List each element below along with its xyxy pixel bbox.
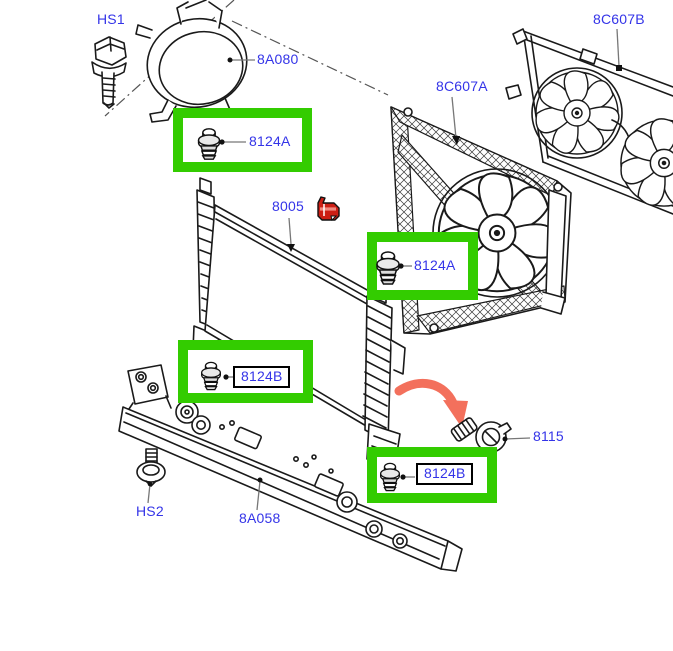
drain-plug-drawing	[450, 417, 512, 453]
coolant-tank-drawing	[135, 0, 248, 123]
callout-8a058[interactable]: 8A058	[239, 510, 281, 526]
callout-hs2[interactable]: HS2	[136, 503, 164, 519]
highlight-box-middle	[367, 232, 478, 300]
callout-8124a-upper[interactable]: 8124A	[249, 133, 291, 149]
callout-8124b-lower-right[interactable]: 8124B	[416, 463, 474, 485]
callout-8124b-lower-left[interactable]: 8124B	[233, 366, 291, 388]
note-icon[interactable]	[317, 196, 340, 221]
callout-8005[interactable]: 8005	[272, 198, 304, 214]
callout-8c607b[interactable]: 8C607B	[593, 11, 645, 27]
callout-8124a-middle[interactable]: 8124A	[414, 257, 456, 273]
callout-8c607a[interactable]: 8C607A	[436, 78, 488, 94]
leader-lines	[147, 28, 622, 511]
callout-hs1[interactable]: HS1	[97, 11, 125, 27]
hs2-bolt-drawing	[136, 448, 166, 487]
highlight-box-upper	[173, 108, 312, 172]
removal-arrow	[394, 378, 468, 428]
fan-shroud-drawing	[390, 106, 572, 335]
hs1-bolt-drawing	[91, 36, 127, 109]
crossmember-drawing	[118, 364, 463, 572]
twin-fan-drawing	[505, 28, 673, 215]
callout-8a080[interactable]: 8A080	[257, 51, 299, 67]
callout-8115[interactable]: 8115	[533, 428, 564, 444]
radiator-drawing	[192, 177, 406, 468]
